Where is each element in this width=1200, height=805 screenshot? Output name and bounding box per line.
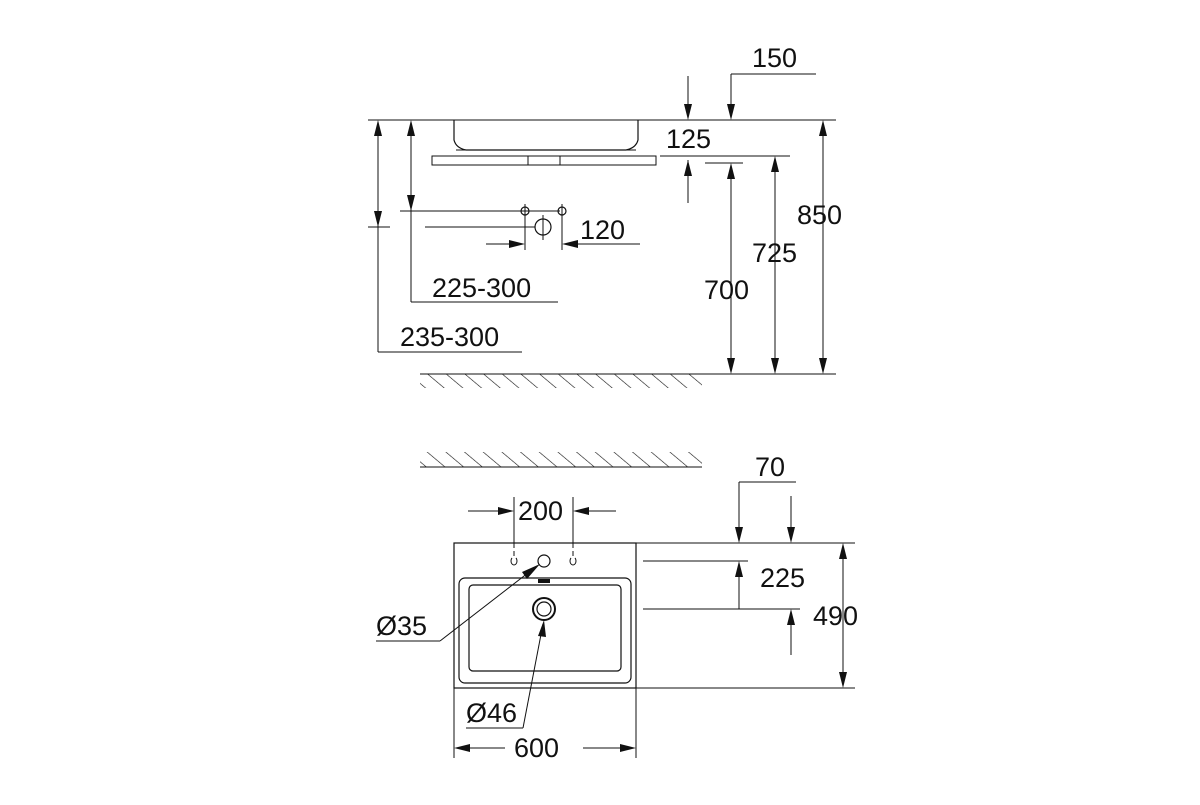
dimension-725: 725 (752, 156, 797, 374)
countertop-section (431, 155, 657, 166)
dim-150-label: 150 (752, 43, 797, 73)
side-view: 150 125 850 725 700 (368, 43, 842, 388)
floor-hatching (420, 373, 836, 388)
basin-top-outline (453, 542, 637, 689)
dia-35-label: Ø35 (376, 611, 427, 641)
dim-200-label: 200 (518, 496, 563, 526)
dim-850-label: 850 (797, 200, 842, 230)
dim-225-300-label: 225-300 (432, 273, 531, 303)
dimension-235-300: 235-300 (374, 120, 522, 353)
wall-supply-fittings (368, 204, 567, 250)
dimension-150: 150 (684, 43, 816, 120)
dimension-225: 225 (735, 561, 805, 655)
basin-side-profile (453, 120, 639, 151)
dimension-125: 125 (666, 124, 711, 203)
dimension-dia-46: Ø46 (466, 620, 546, 729)
dim-600-label: 600 (514, 733, 559, 763)
dia-46-label: Ø46 (466, 698, 517, 728)
dimension-dia-35: Ø35 (376, 564, 540, 642)
dimension-850: 850 (797, 120, 842, 374)
drain-outlet (532, 597, 556, 621)
dimension-225-300: 225-300 (407, 120, 558, 303)
dimension-200: 200 (468, 496, 616, 548)
dim-235-300-label: 235-300 (400, 322, 499, 352)
top-view: 200 70 225 490 (376, 452, 858, 763)
dim-125-label: 125 (666, 124, 711, 154)
dim-70-label: 70 (755, 452, 785, 482)
dim-120-label: 120 (580, 215, 625, 245)
dim-700-label: 700 (704, 275, 749, 305)
dim-225-label: 225 (760, 563, 805, 593)
dim-490-label: 490 (813, 601, 858, 631)
dimension-490: 490 (813, 543, 858, 688)
dimension-120: 120 (486, 215, 640, 248)
dimension-700: 700 (704, 163, 749, 374)
dimension-600: 600 (453, 688, 637, 763)
wall-hatching (420, 452, 702, 468)
tap-holes (510, 551, 577, 583)
dimension-70: 70 (735, 452, 796, 543)
dim-725-label: 725 (752, 238, 797, 268)
